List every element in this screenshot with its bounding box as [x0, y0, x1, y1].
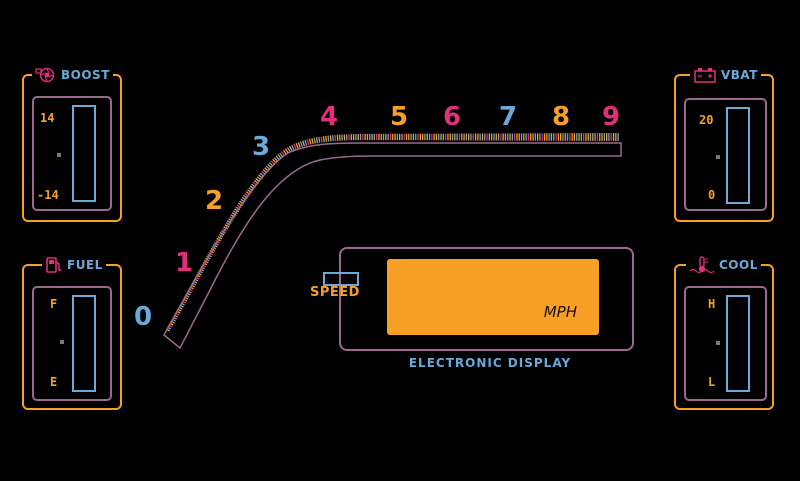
vbat-panel: 20 0	[684, 98, 767, 211]
cool-top-label: H	[708, 297, 716, 311]
boost-bar	[72, 105, 96, 202]
speed-label: SPEED	[310, 285, 360, 300]
turbo-icon	[35, 67, 55, 83]
tach-tick	[325, 135, 328, 142]
tach-tick	[320, 136, 323, 143]
tach-number-2: 2	[205, 186, 224, 216]
vbat-header: VBAT	[690, 66, 761, 84]
boost-header: BOOST	[32, 66, 113, 84]
fuel-panel: F E	[32, 286, 112, 401]
cool-panel: H L	[684, 286, 767, 401]
speed-indicator	[323, 272, 359, 286]
cool-mid-dot	[716, 341, 720, 345]
tach-tick	[315, 137, 319, 144]
tach-tick	[235, 206, 241, 211]
boost-panel: 14 -14	[32, 96, 112, 211]
boost-title: BOOST	[61, 68, 110, 82]
tach-number-8: 8	[552, 102, 571, 132]
fuel-mid-dot	[60, 340, 64, 344]
tach-tick	[234, 208, 240, 213]
tach-tick	[295, 142, 299, 149]
tach-number-1: 1	[175, 248, 194, 278]
fuel-title: FUEL	[67, 258, 103, 272]
battery-icon	[694, 68, 716, 83]
fuel-bottom-label: E	[50, 375, 58, 389]
cool-title: COOL	[719, 258, 758, 272]
tach-tick	[313, 137, 316, 144]
tach-tick	[304, 139, 308, 146]
boost-bottom-label: -14	[37, 188, 59, 202]
tach-number-5: 5	[390, 102, 409, 132]
vbat-bottom-label: 0	[708, 188, 716, 202]
vbat-gauge: VBAT 20 0	[674, 66, 774, 222]
boost-mid-dot	[57, 153, 61, 157]
tach-tick	[318, 136, 321, 143]
fuel-pump-icon	[46, 257, 61, 273]
tach-tick	[327, 135, 330, 142]
fuel-gauge: FUEL F E	[22, 256, 122, 410]
boost-gauge: BOOST 14 -14	[22, 66, 122, 222]
tach-tick	[322, 136, 325, 143]
speed-unit: MPH	[543, 303, 577, 321]
tach-outline	[163, 142, 622, 350]
cool-header: COOL	[686, 256, 761, 274]
tach-tick	[329, 135, 332, 142]
tach-tick	[291, 144, 295, 151]
tach-tick	[236, 204, 242, 209]
display-caption: ELECTRONIC DISPLAY	[408, 356, 572, 370]
cool-gauge: COOL H L	[674, 256, 774, 410]
fuel-top-label: F	[50, 297, 58, 311]
vbat-title: VBAT	[721, 68, 758, 82]
tach-tick	[311, 138, 314, 145]
tach-tick	[308, 138, 312, 145]
tach-number-7: 7	[499, 102, 518, 132]
tach-tick	[302, 140, 306, 147]
tach-tick-band	[165, 133, 619, 332]
tach-number-4: 4	[320, 102, 339, 132]
tach-number-0: 0	[134, 302, 153, 332]
coolant-temp-icon	[689, 256, 715, 274]
tach-tick	[299, 141, 303, 148]
tach-tick	[288, 145, 293, 152]
cool-bottom-label: L	[708, 375, 716, 389]
fuel-bar	[72, 295, 96, 392]
display-frame	[339, 247, 634, 351]
tach-tick	[306, 139, 310, 146]
vbat-mid-dot	[716, 155, 720, 159]
speed-lcd: MPH	[387, 259, 599, 335]
tach-tick	[297, 141, 301, 148]
tach-number-6: 6	[443, 102, 462, 132]
fuel-header: FUEL	[42, 256, 106, 274]
tach-tick	[293, 143, 297, 150]
boost-top-label: 14	[40, 111, 55, 125]
cool-bar	[726, 295, 750, 392]
vbat-bar	[726, 107, 750, 204]
tach-number-3: 3	[252, 132, 271, 162]
tach-number-9: 9	[602, 102, 621, 132]
vbat-top-label: 20	[699, 113, 714, 127]
